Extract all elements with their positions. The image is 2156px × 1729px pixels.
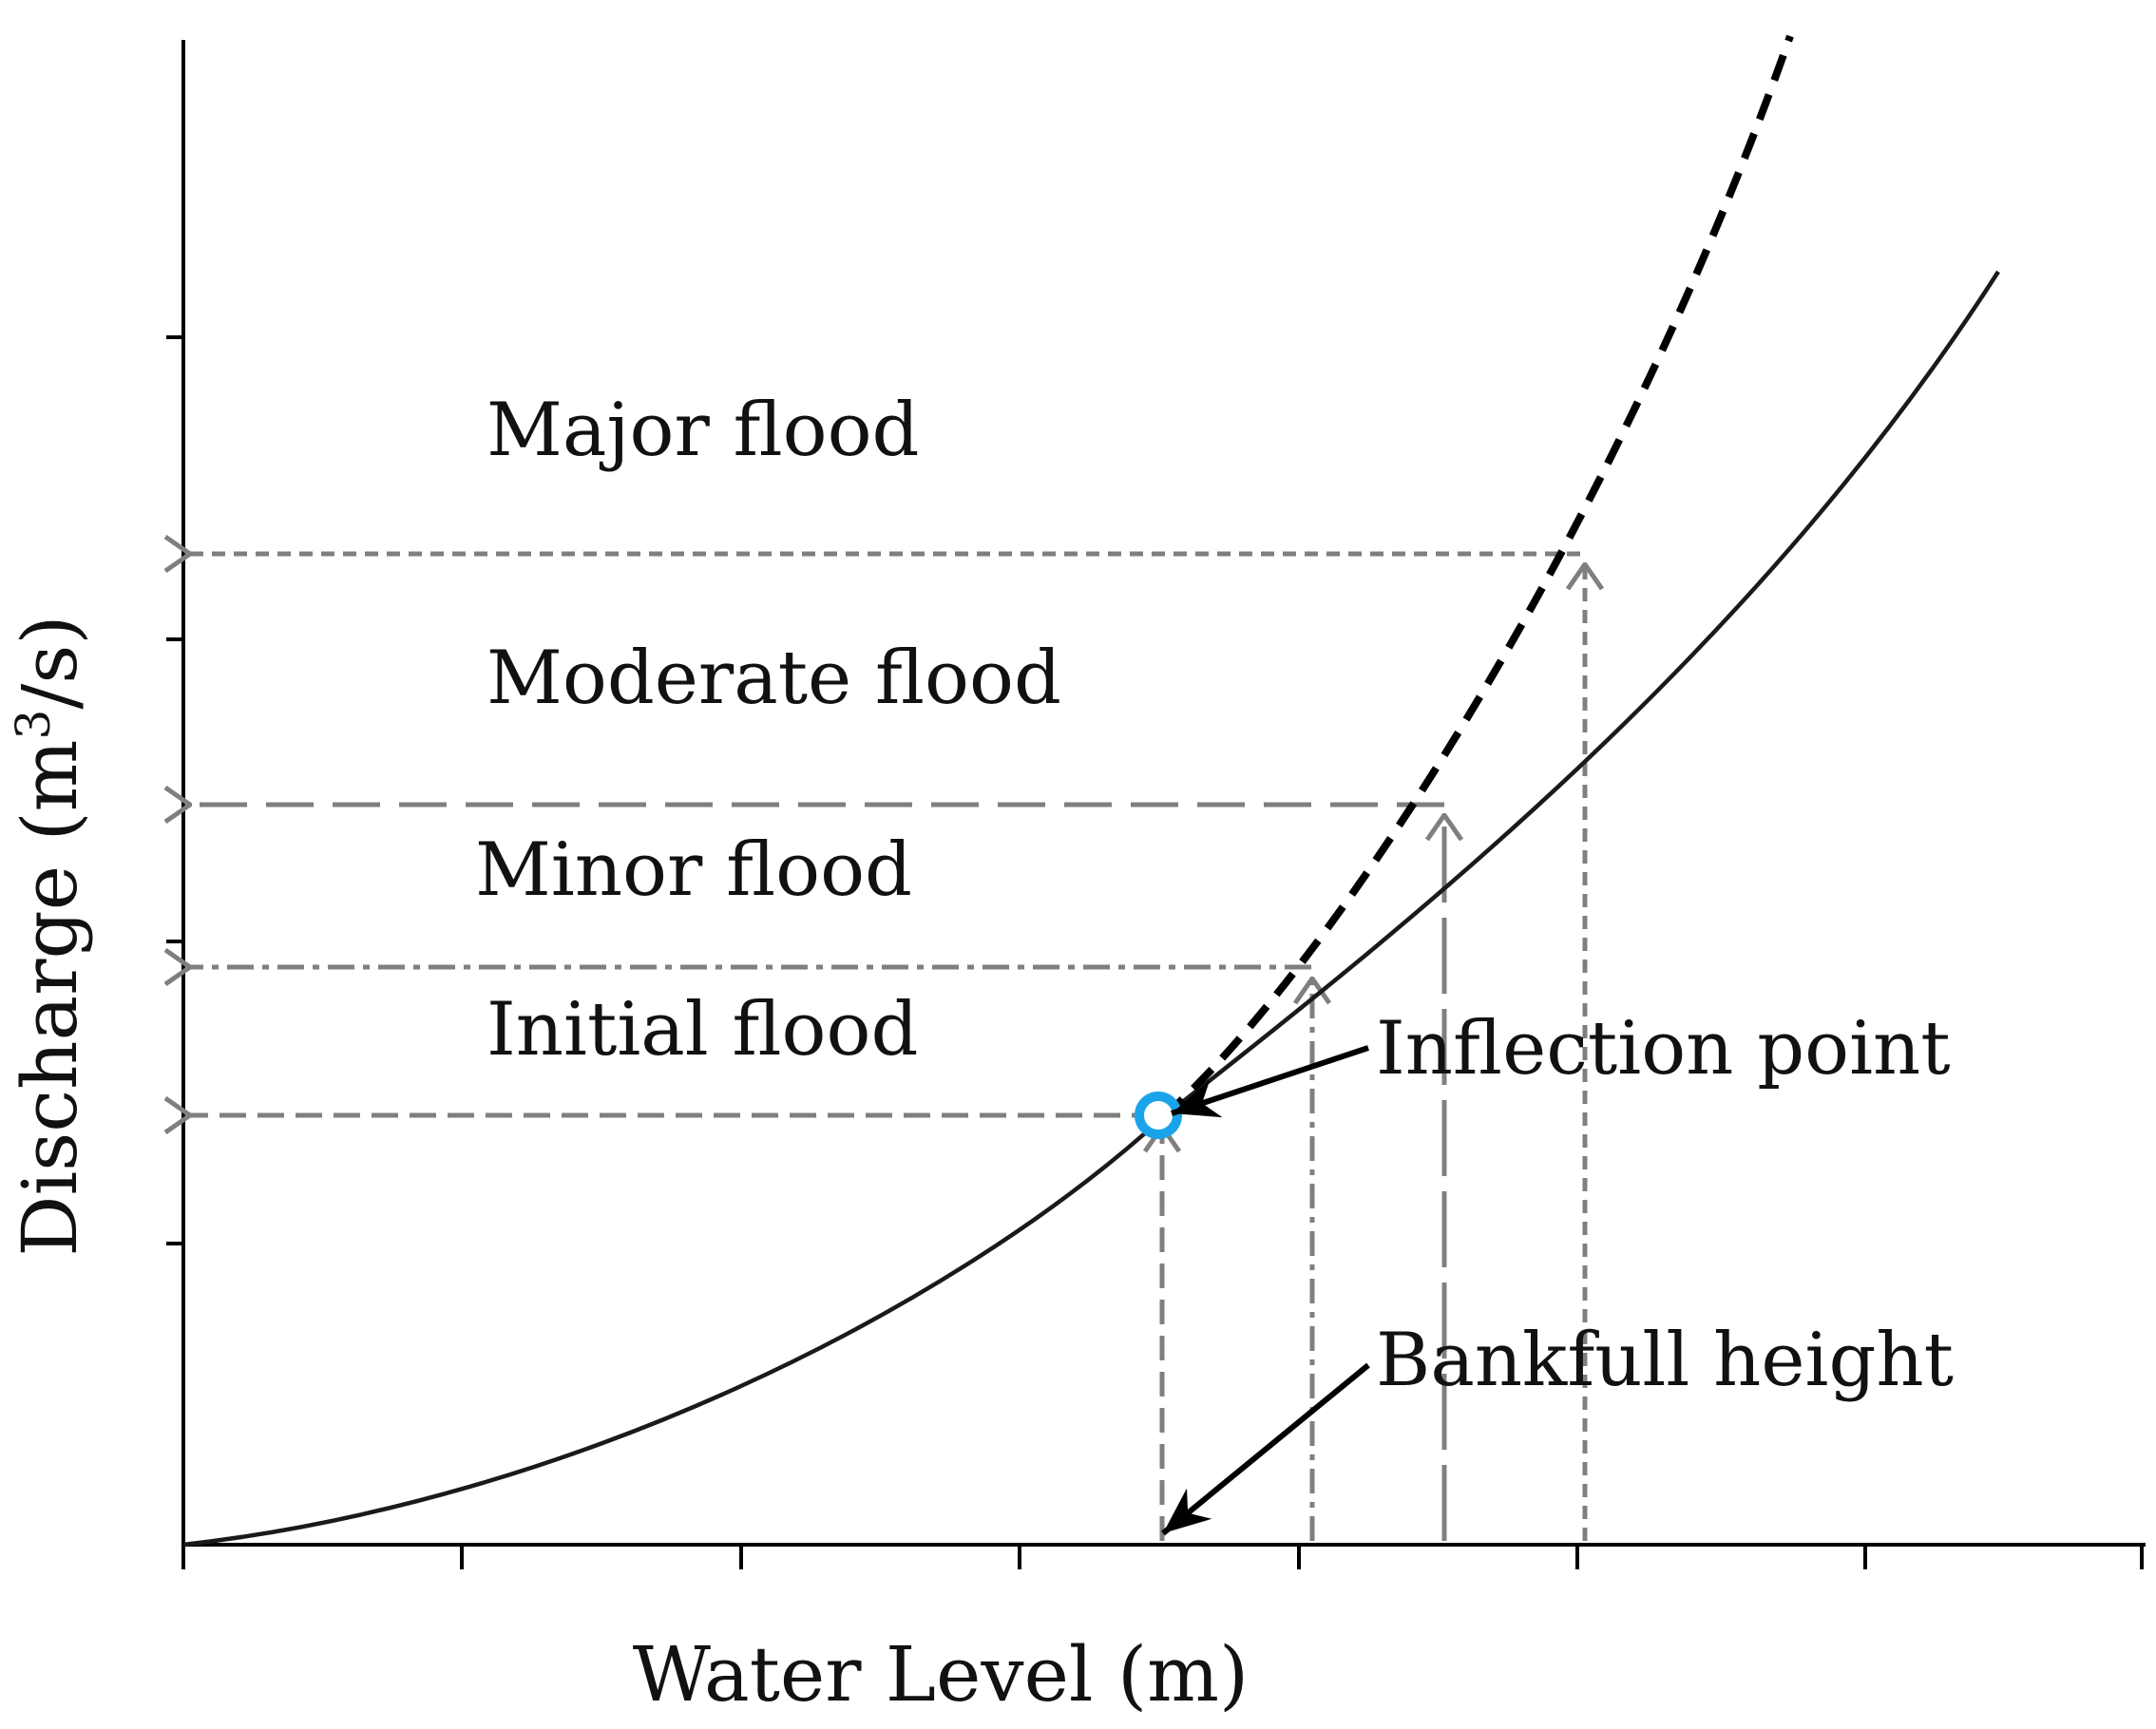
y-axis-title: Discharge (m3/s) <box>6 615 94 1256</box>
inflection-point-marker <box>1135 1092 1182 1139</box>
x-axis-ticks <box>181 1545 2144 1569</box>
discharge-guides <box>190 554 1580 1115</box>
inflection-point-label: Inflection point <box>1376 1006 1951 1092</box>
initial-flood-label: Initial flood <box>487 987 918 1073</box>
moderate-flood-label: Moderate flood <box>487 636 1061 721</box>
y-axis-title-end: /s) <box>6 615 94 709</box>
y-axis-title-superscript: 3 <box>6 710 61 740</box>
water-level-guides <box>1162 564 1585 1541</box>
major-flood-label: Major flood <box>487 388 919 473</box>
bankfull-height-label: Bankfull height <box>1376 1318 1954 1403</box>
y-axis-title-main: Discharge (m <box>6 739 94 1256</box>
minor-flood-label: Minor flood <box>475 827 912 913</box>
inflection-callout-arrow <box>1171 1045 1369 1118</box>
y-axis-ticks <box>166 335 183 1245</box>
extrapolated-curve <box>1160 34 1794 1120</box>
bankfull-callout-arrow <box>1161 1362 1370 1536</box>
x-axis-title: Water Level (m) <box>633 1630 1249 1719</box>
callout-arrows <box>1161 1045 1370 1536</box>
